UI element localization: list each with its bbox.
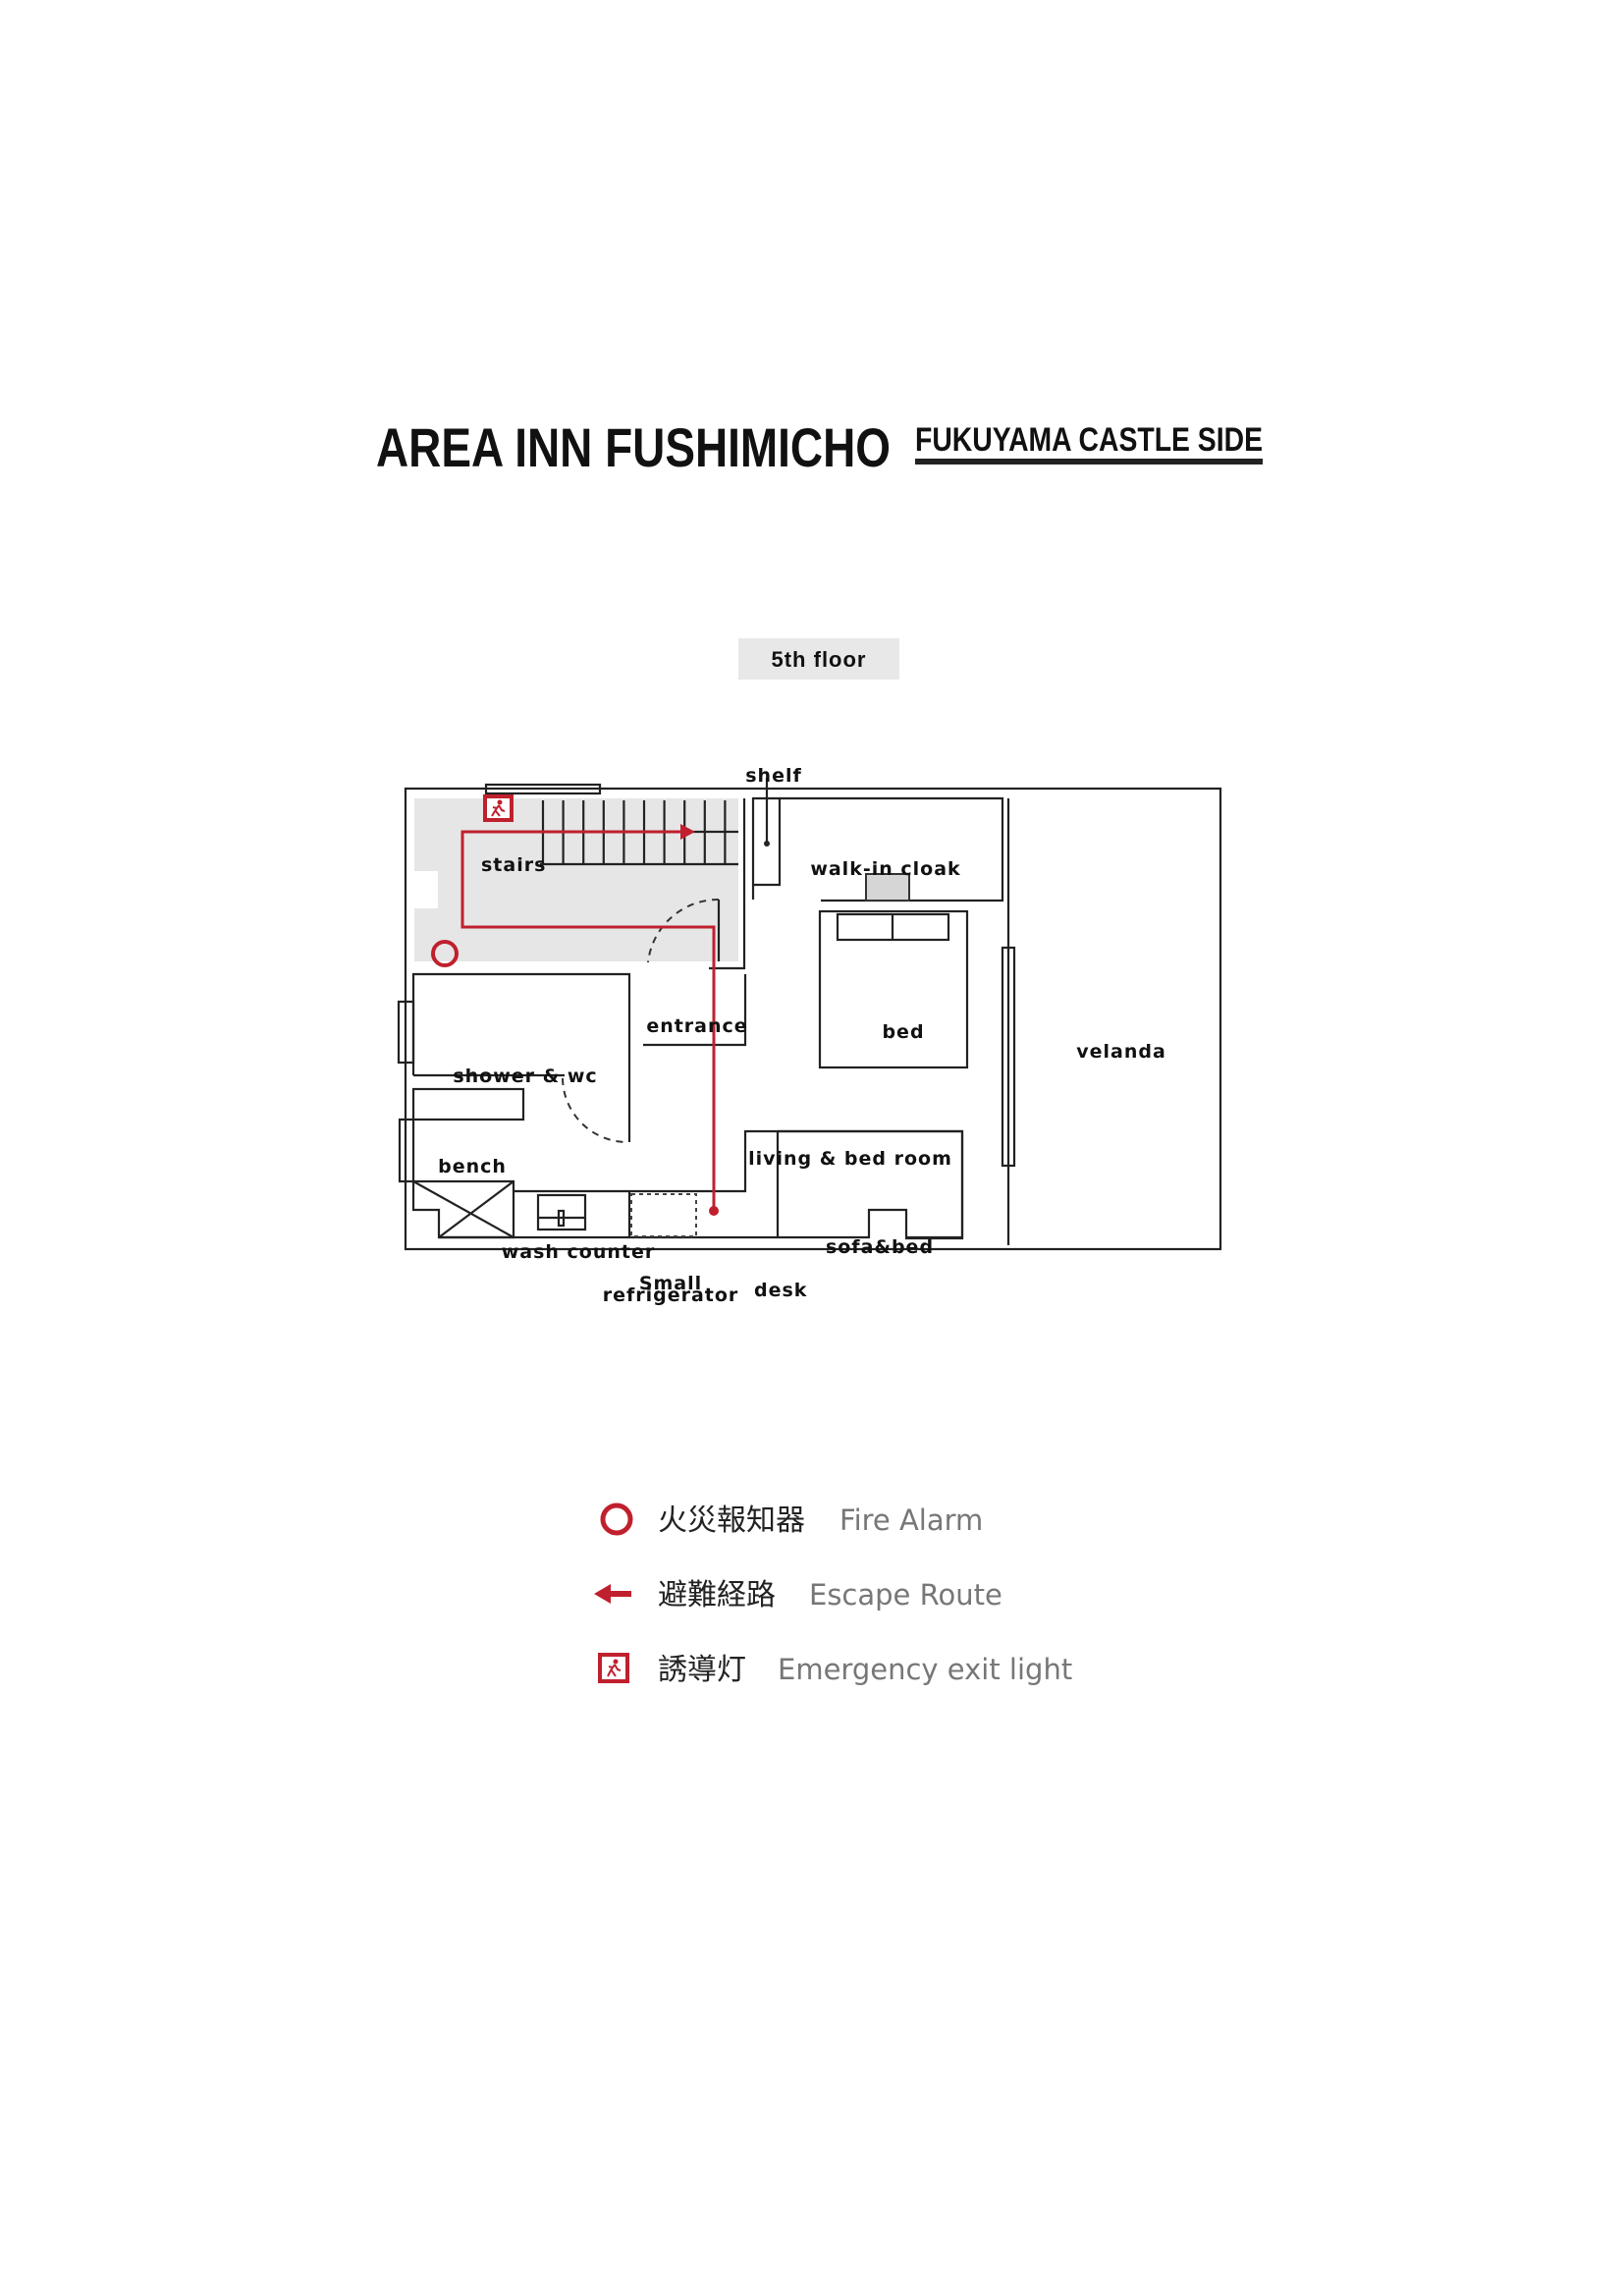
label-shower-wc: shower & wc (453, 1066, 597, 1087)
legend: 火災報知器 Fire Alarm 避難経路 Escape Route 誘導灯 E… (594, 1503, 1072, 1687)
subtitle-underline (915, 459, 1263, 465)
small-refrigerator (630, 1193, 697, 1237)
label-sofa-bed: sofa&bed (826, 1236, 934, 1258)
legend-item-escape-route: 避難経路 Escape Route (594, 1578, 1002, 1613)
page-title: AREA INN FUSHIMICHO (376, 416, 891, 478)
svg-text:避難経路: 避難経路 (658, 1578, 776, 1613)
label-bench: bench (438, 1156, 507, 1177)
escape-route (460, 830, 716, 1211)
escape-route-arrow-icon (594, 1584, 631, 1604)
sink (536, 1193, 587, 1231)
label-stairs: stairs (481, 854, 546, 876)
legend-item-fire-alarm: 火災報知器 Fire Alarm (600, 1503, 983, 1538)
cloak-hatch (865, 873, 910, 902)
label-entrance: entrance (646, 1015, 747, 1037)
escape-route-arrowhead (680, 824, 695, 840)
bench (411, 1087, 525, 1121)
label-refrigerator-2: refrigerator (603, 1285, 739, 1306)
label-shelf: shelf (745, 765, 802, 787)
label-desk: desk (754, 1280, 807, 1301)
emergency-exit-light-icon (598, 1653, 629, 1683)
emergency-exit-light-icon (483, 794, 514, 822)
page-subtitle: FUKUYAMA CASTLE SIDE (915, 421, 1263, 459)
floor-plan: shelf stairs walk-in cloak bed velanda e… (397, 765, 1222, 1306)
left-window-2 (398, 1118, 415, 1183)
fire-alarm-icon (431, 940, 459, 967)
label-velanda: velanda (1076, 1041, 1166, 1063)
fire-alarm-circle-icon (600, 1503, 633, 1536)
bed (818, 909, 969, 1069)
sofa-bed (778, 1129, 964, 1240)
svg-text:Escape Route: Escape Route (809, 1578, 1002, 1612)
label-refrigerator-1: Small (639, 1273, 702, 1294)
label-bed: bed (882, 1021, 924, 1043)
top-window (484, 783, 602, 795)
svg-text:5th floor: 5th floor (772, 647, 867, 672)
label-wash-counter: wash counter (502, 1241, 656, 1263)
svg-text:火災報知器: 火災報知器 (658, 1503, 805, 1538)
floor-badge: 5th floor (738, 638, 899, 680)
left-window-1 (397, 1000, 415, 1065)
svg-text:誘導灯: 誘導灯 (658, 1653, 746, 1687)
svg-text:Emergency exit light: Emergency exit light (778, 1653, 1072, 1686)
label-living-bed-room: living & bed room (748, 1148, 952, 1170)
escape-route-origin (709, 1206, 719, 1216)
outer-wall (404, 787, 1222, 1251)
veranda-window (1001, 946, 1016, 1168)
svg-text:Fire Alarm: Fire Alarm (839, 1503, 983, 1537)
label-walk-in-cloak: walk-in cloak (810, 858, 960, 880)
legend-item-emergency-exit-light: 誘導灯 Emergency exit light (598, 1653, 1072, 1687)
